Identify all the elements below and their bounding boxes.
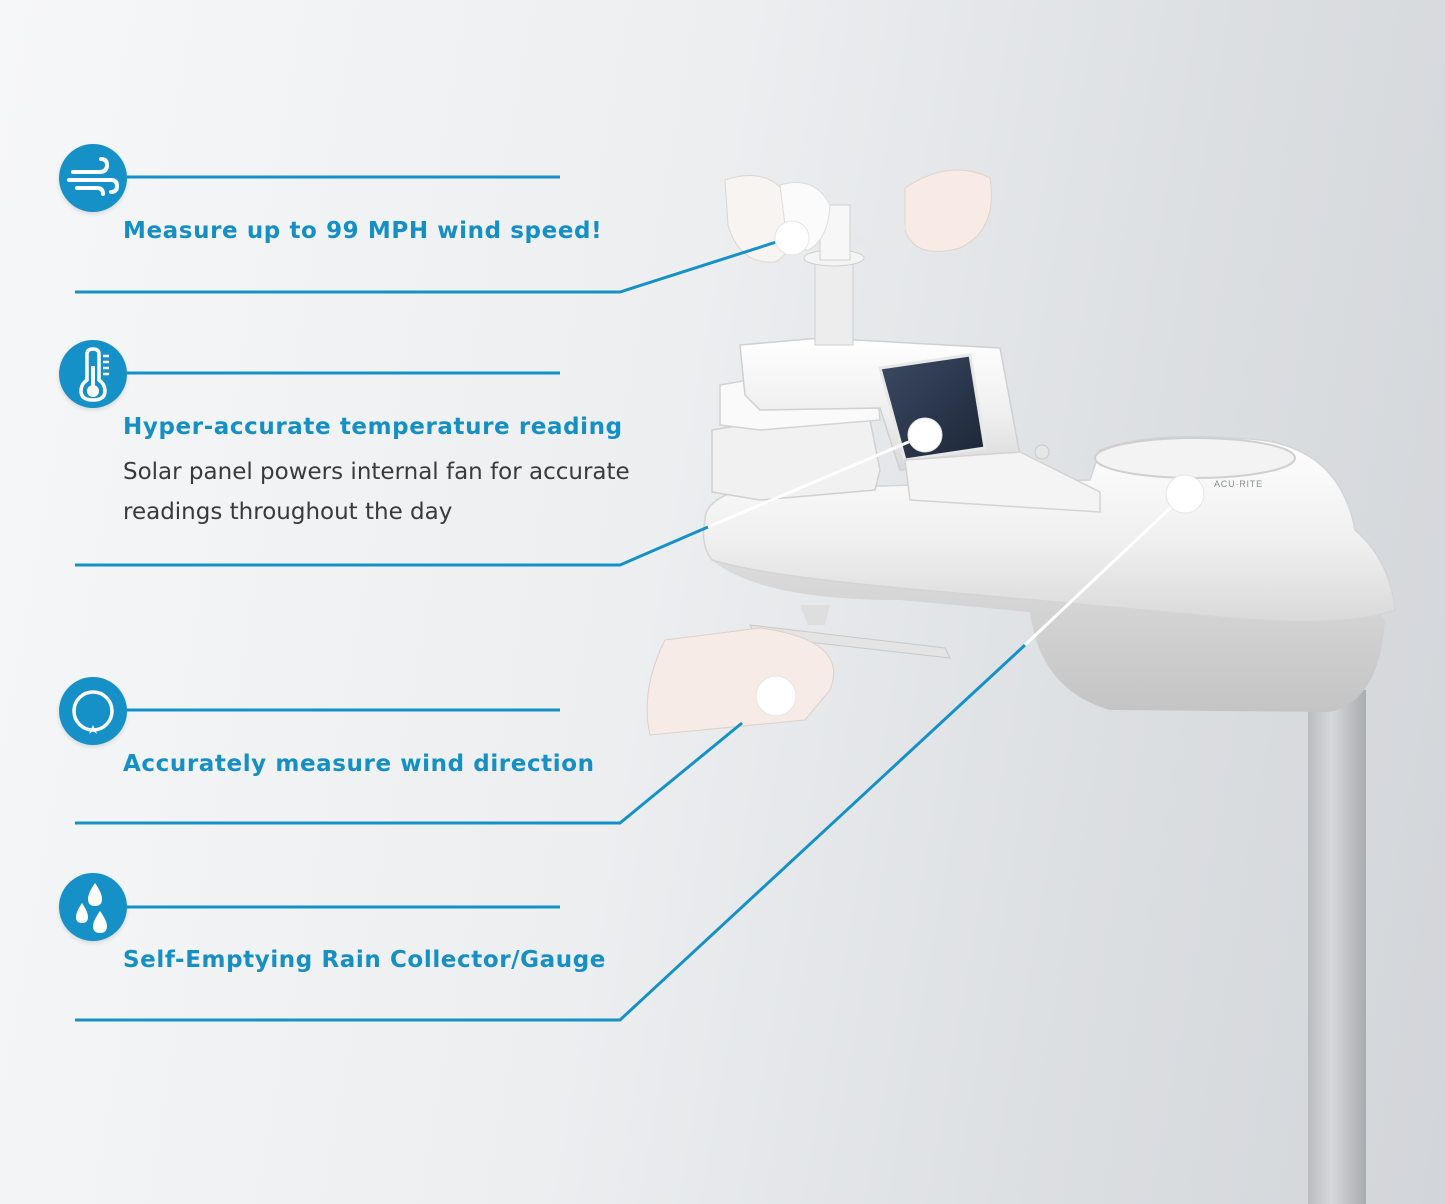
solar-panel	[878, 353, 987, 462]
station-underside	[712, 555, 1385, 712]
callout-line-2b	[75, 525, 709, 567]
brand-mark: ACU·RITE	[1214, 479, 1263, 489]
anemometer-stem	[814, 254, 854, 346]
thermometer-icon	[59, 340, 127, 408]
marker-dot-wind-speed	[774, 220, 810, 256]
marker-dot-temperature	[907, 417, 943, 453]
marker-dot-wind-direction	[755, 675, 797, 717]
station-body	[702, 435, 1396, 623]
callout-lines	[75, 175, 1027, 1022]
feature-title: Measure up to 99 MPH wind speed!	[123, 218, 603, 244]
sensor-housing-bottom	[711, 419, 881, 501]
feature-title: Hyper-accurate temperature reading	[123, 414, 623, 440]
callout-line-3b	[75, 721, 743, 825]
front-ramp	[904, 451, 1101, 513]
mount-screw	[1034, 444, 1050, 460]
wind-vane-fin	[646, 627, 835, 736]
rain-collector	[1094, 437, 1296, 479]
callout-line-4b	[75, 643, 1027, 1022]
callout-line-1b	[75, 235, 793, 294]
marker-dot-rain	[1165, 474, 1205, 514]
wind-direction-icon	[59, 677, 127, 745]
mounting-pole	[1308, 690, 1366, 1204]
anemometer-cup	[904, 169, 992, 252]
raindrops-icon	[59, 873, 127, 941]
feature-description: Solar panel powers internal fan for accu…	[123, 459, 630, 525]
feature-title: Self-Emptying Rain Collector/Gauge	[123, 947, 607, 973]
wind-icon	[59, 144, 127, 212]
feature-title: Accurately measure wind direction	[123, 751, 595, 777]
